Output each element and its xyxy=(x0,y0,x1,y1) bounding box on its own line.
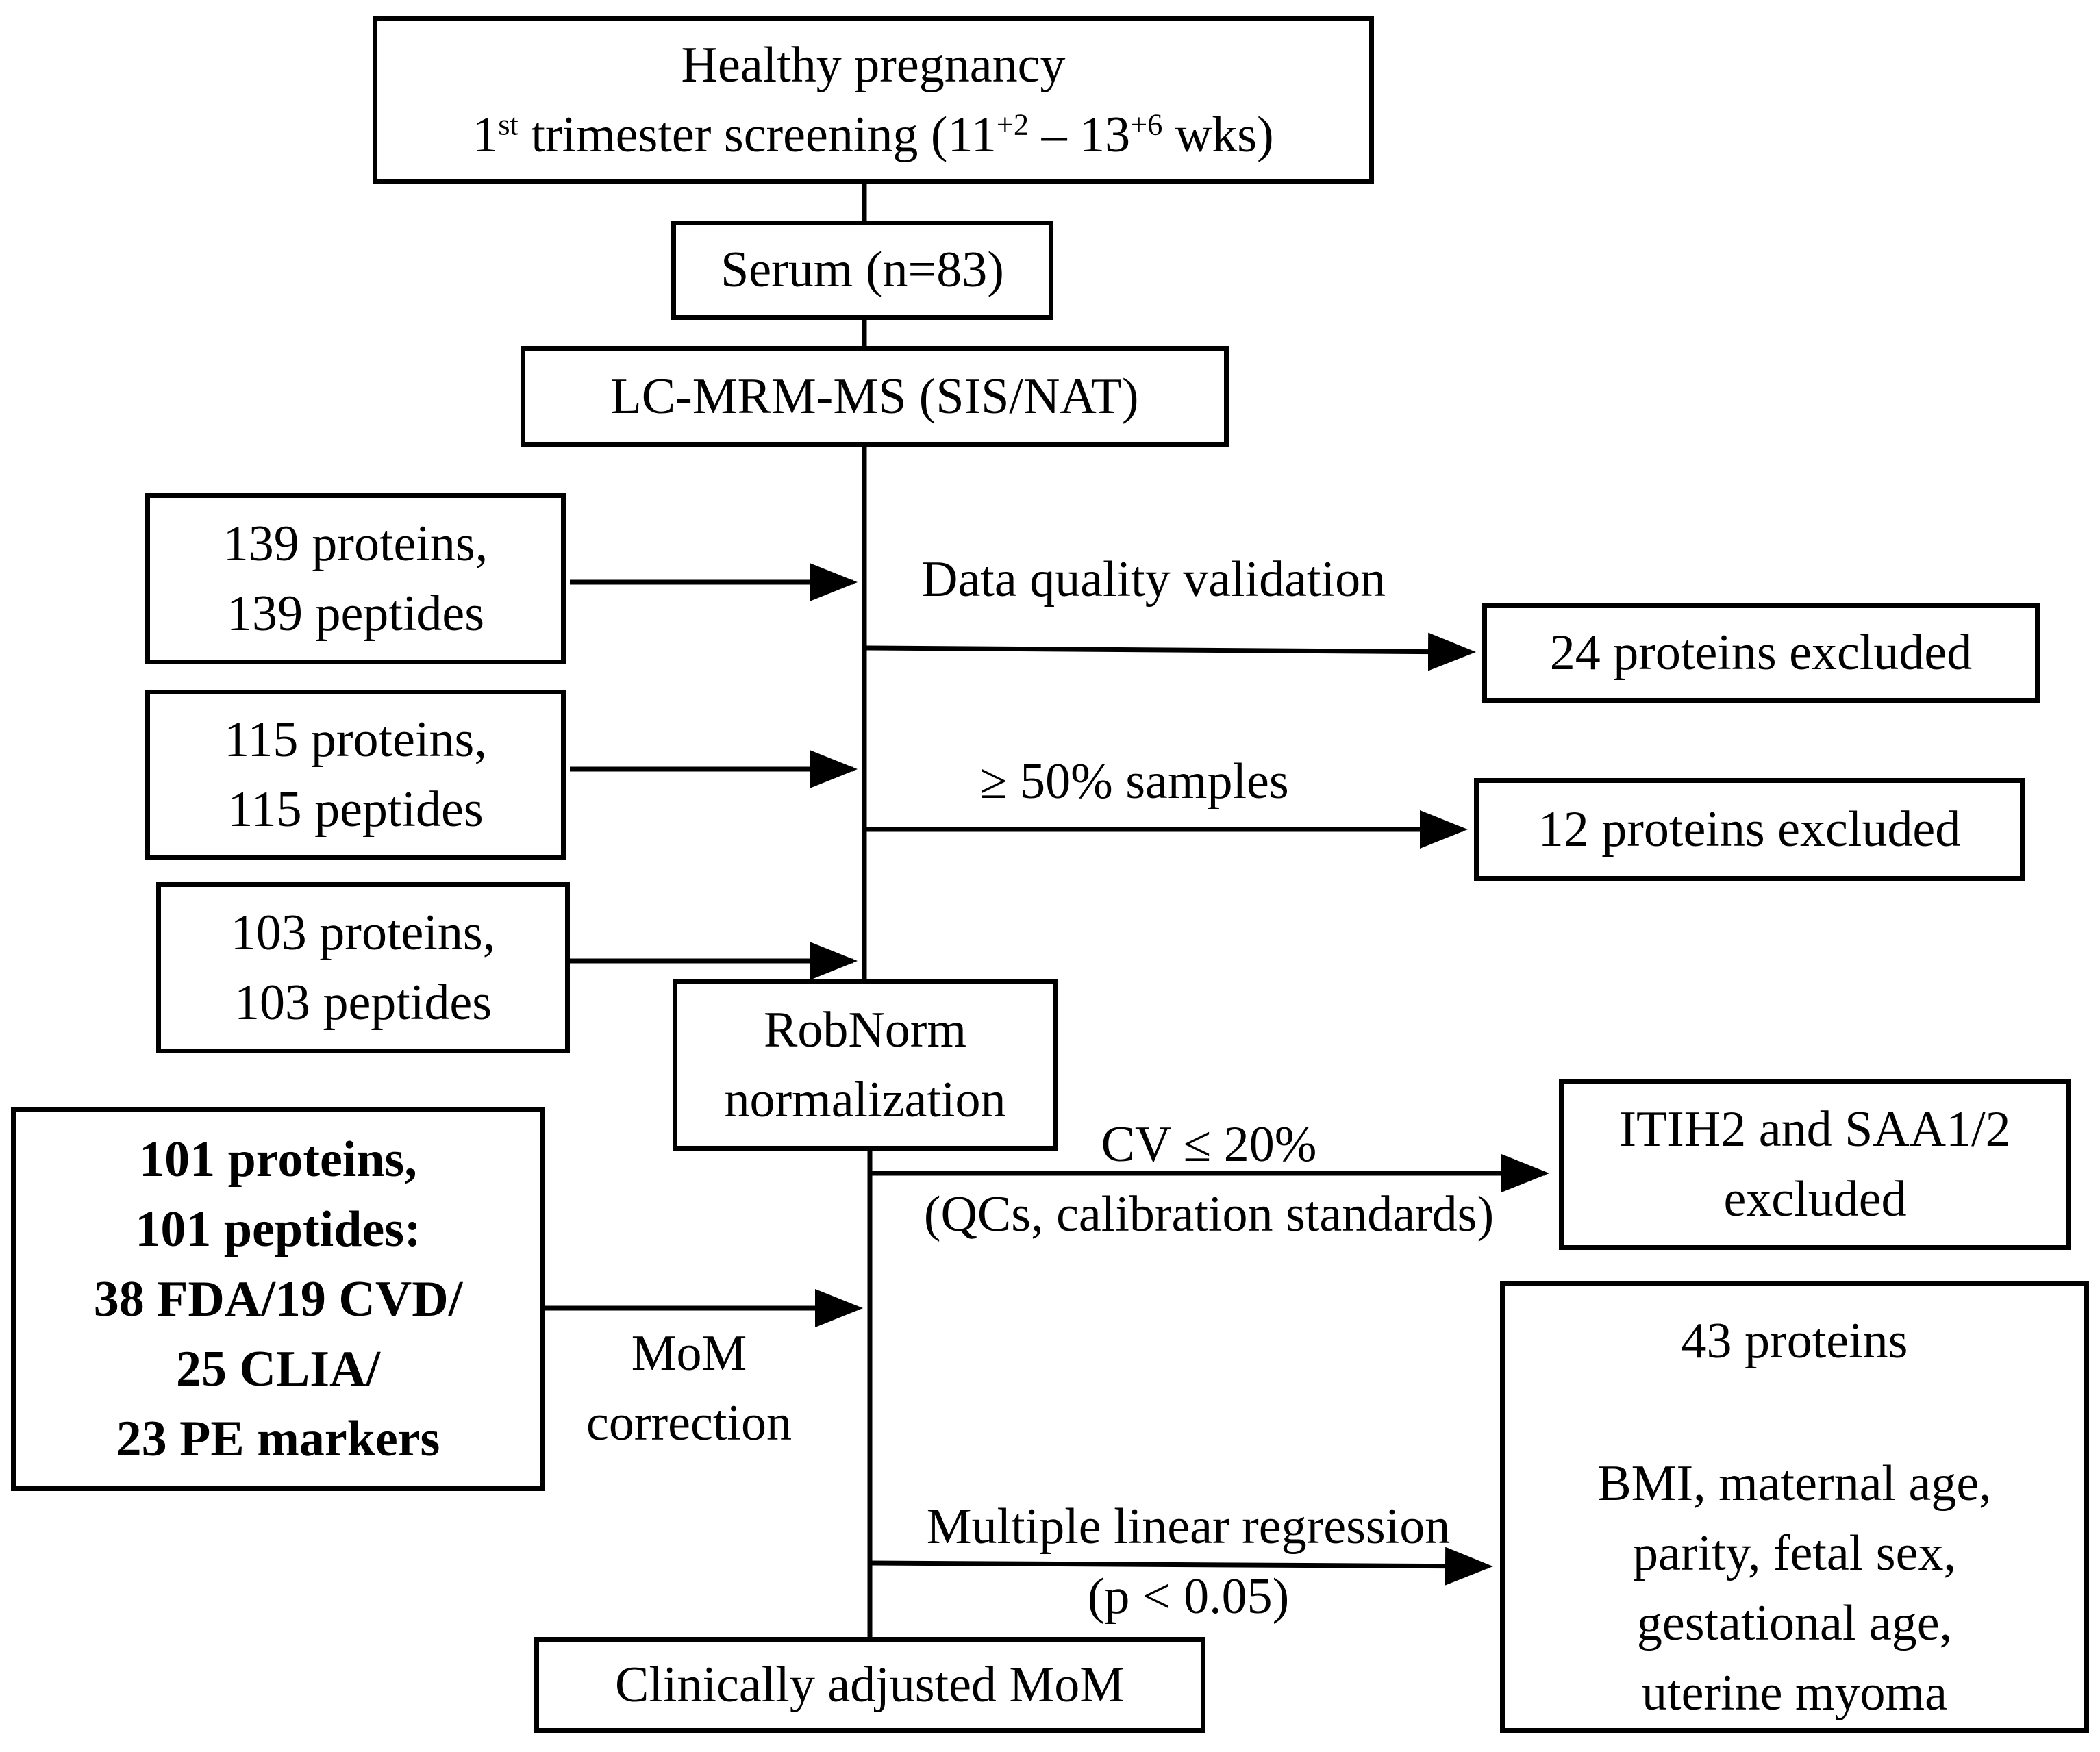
excluded-24-box: 24 proteins excluded xyxy=(1482,603,2040,703)
arrow-assoc-out xyxy=(869,1547,1493,1586)
covariate-association-box: 43 proteins BMI, maternal age, parity, f… xyxy=(1500,1281,2089,1733)
protein-set-139-box: 139 proteins, 139 peptides xyxy=(145,493,566,664)
robnorm-box: RobNorm normalization xyxy=(673,979,1058,1151)
arrow-24-out xyxy=(864,632,1476,671)
cv-threshold-label: CV ≤ 20% (QCs, calibration standards) xyxy=(923,1116,1495,1243)
lcms-box: LC-MRM-MS (SIS/NAT) xyxy=(521,346,1229,447)
multiple-linear-regression-label: Multiple linear regression (p < 0.05) xyxy=(926,1499,1451,1625)
samples-threshold-label: ≥ 50% samples xyxy=(979,753,1289,810)
data-quality-validation-label: Data quality validation xyxy=(921,551,1386,608)
mom-correction-label: MoM correction xyxy=(586,1325,792,1452)
healthy-pregnancy-title: Healthy pregnancy xyxy=(681,36,1066,93)
protein-set-103-box: 103 proteins, 103 peptides xyxy=(156,882,570,1053)
itih2-saa-excluded-box: ITIH2 and SAA1/2 excluded xyxy=(1559,1079,2071,1250)
trimester-screening-text: 1st trimester screening (11+2 – 13+6 wks… xyxy=(473,107,1274,163)
serum-box: Serum (n=83) xyxy=(671,221,1053,320)
protein-set-115-box: 115 proteins, 115 peptides xyxy=(145,690,566,860)
healthy-pregnancy-box: Healthy pregnancy 1st trimester screenin… xyxy=(373,16,1374,184)
clinically-adjusted-mom-box: Clinically adjusted MoM xyxy=(534,1637,1205,1733)
protein-set-101-box: 101 proteins, 101 peptides: 38 FDA/19 CV… xyxy=(11,1107,545,1491)
excluded-12-box: 12 proteins excluded xyxy=(1474,778,2025,881)
